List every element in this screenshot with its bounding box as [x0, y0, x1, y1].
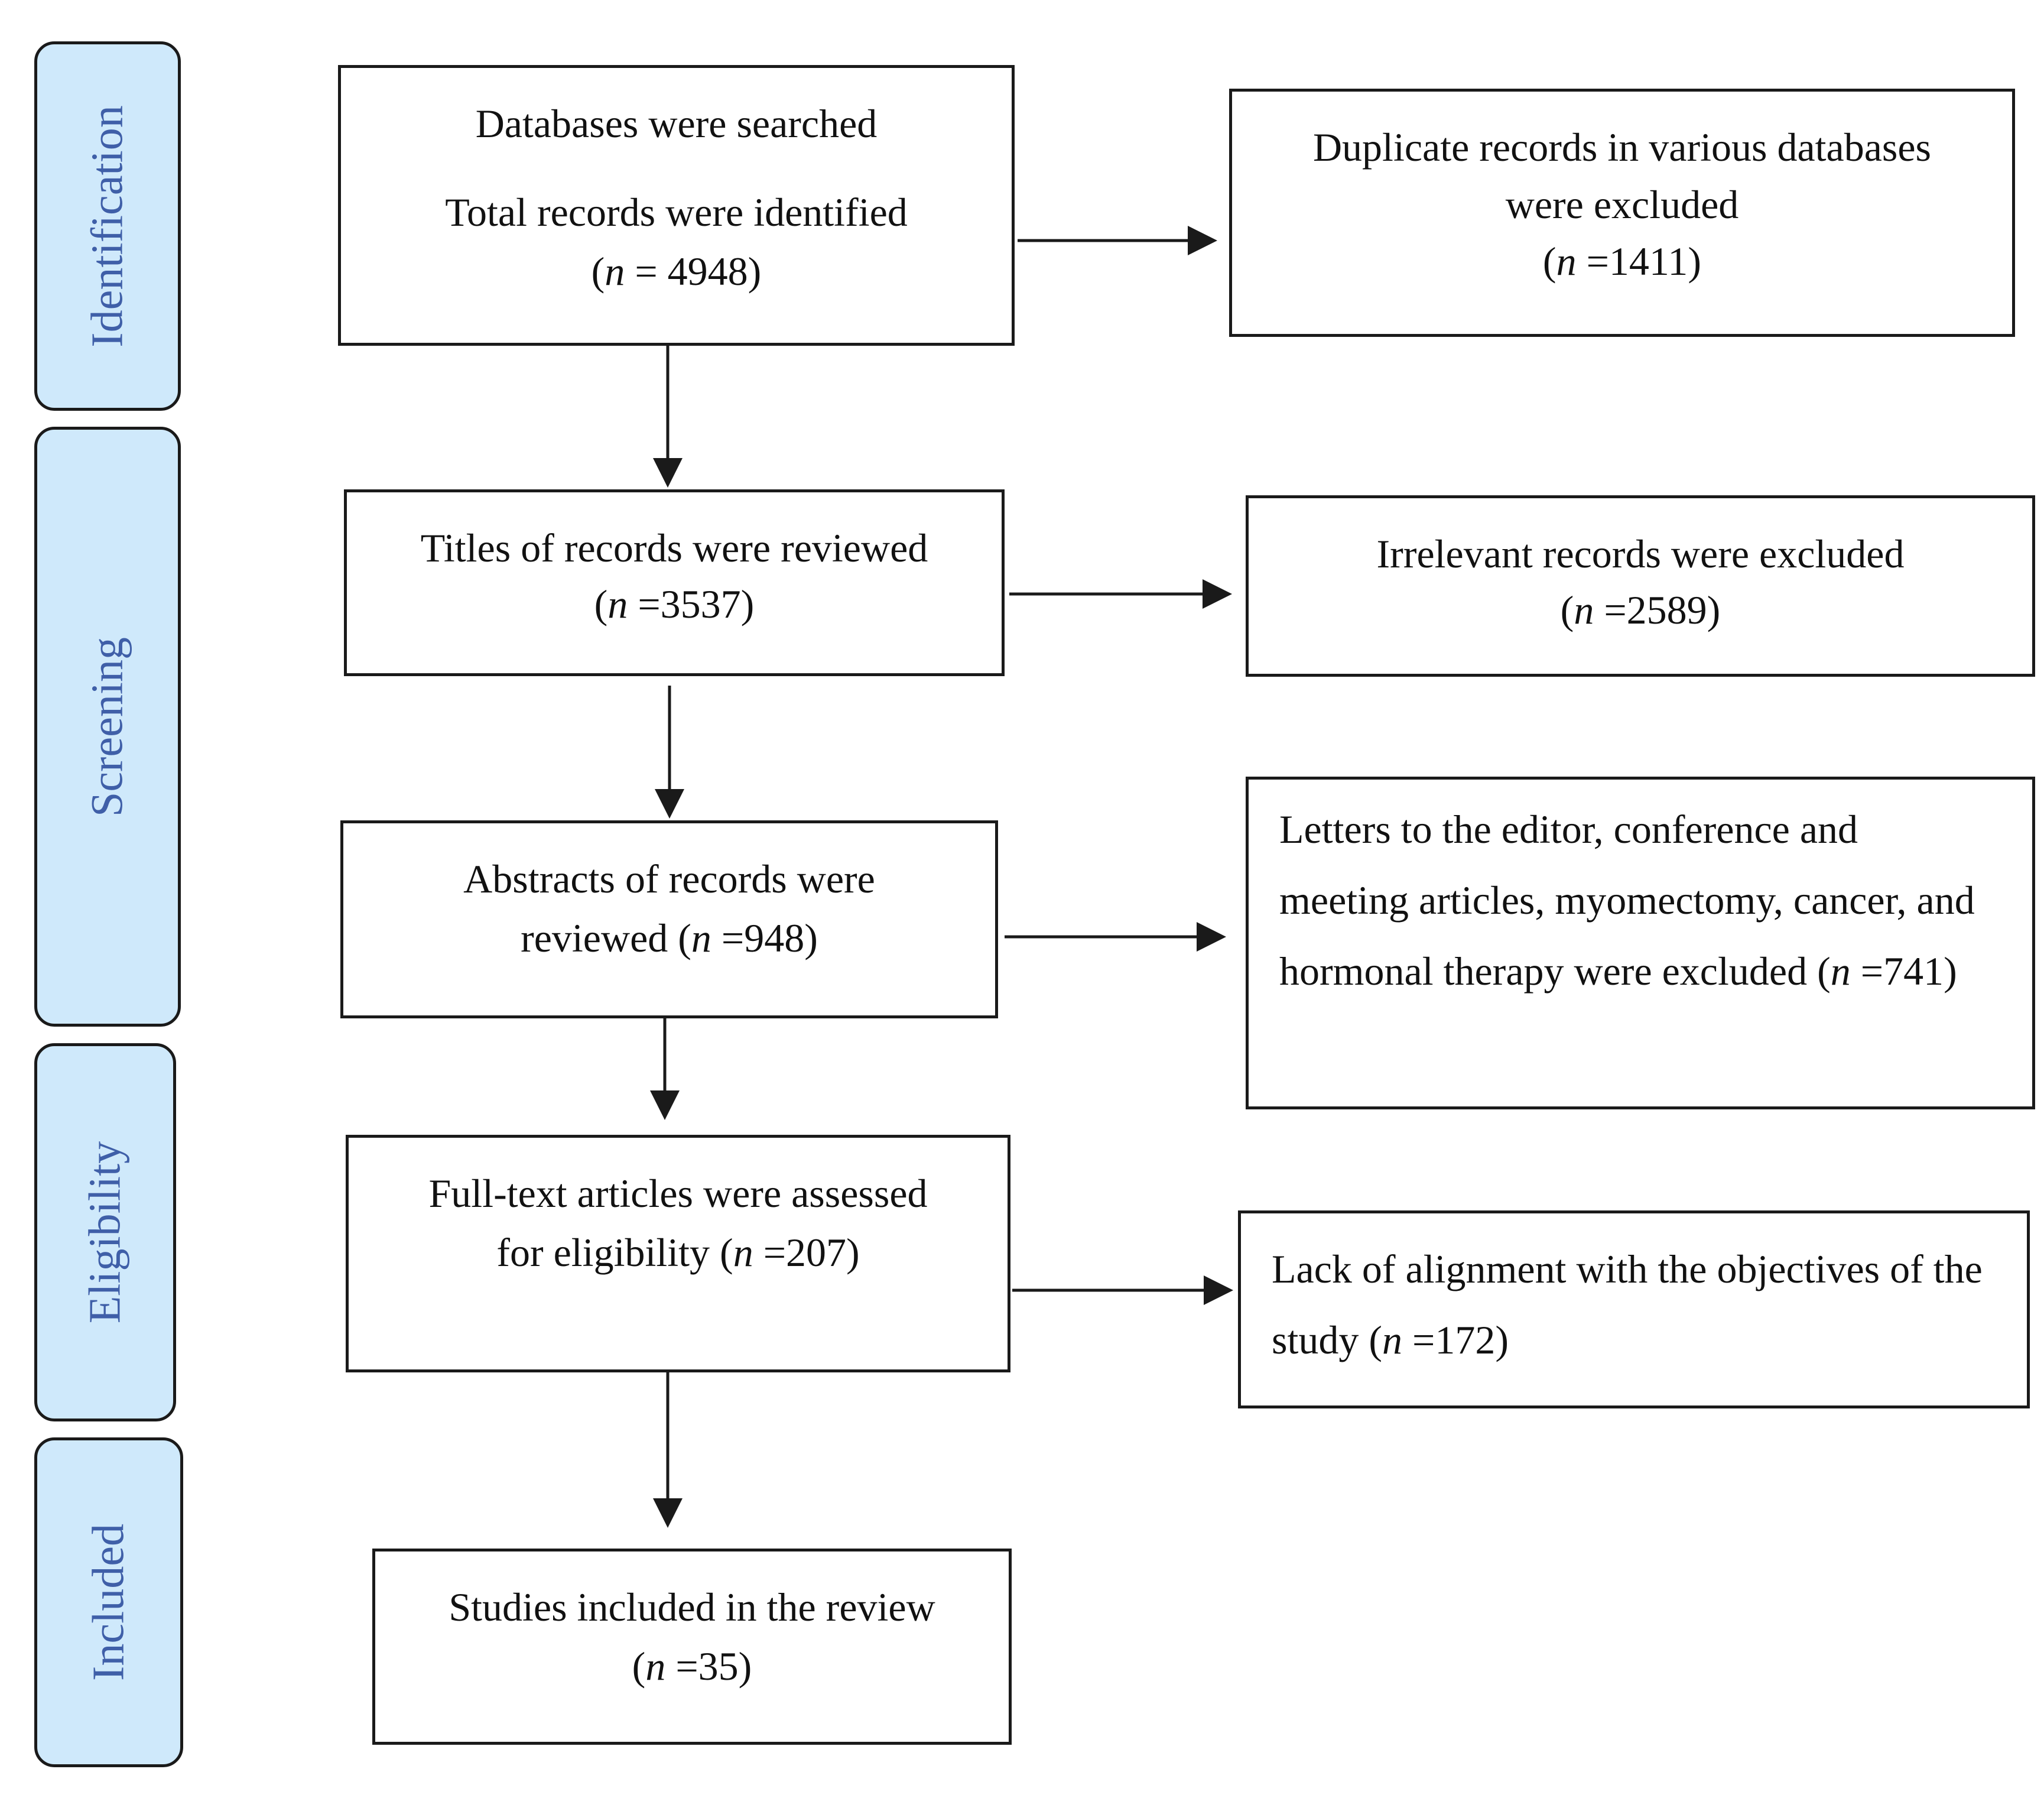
irrelevant-excluded-box: Irrelevant records were excluded (n =258…: [1246, 495, 2035, 677]
letters-excluded-line2: meeting articles, myomectomy, cancer, an…: [1279, 878, 1975, 923]
stage-screening: Screening: [34, 427, 181, 1027]
letters-excluded-line1: Letters to the editor, conference and: [1279, 807, 1858, 852]
studies-included-count: (n =35): [632, 1644, 752, 1689]
irrelevant-excluded-line1: Irrelevant records were excluded: [1376, 531, 1905, 576]
records-identified-line2: Total records were identified: [445, 190, 908, 235]
fulltext-assessed-count: for eligibility (n =207): [496, 1230, 860, 1275]
studies-included-box: Studies included in the review (n =35): [372, 1549, 1012, 1745]
stage-eligibility: Eligibility: [34, 1043, 176, 1421]
abstracts-reviewed-count: reviewed (n =948): [521, 916, 818, 960]
fulltext-assessed-box: Full-text articles were assessed for eli…: [346, 1135, 1010, 1372]
fulltext-assessed-line1: Full-text articles were assessed: [428, 1171, 928, 1216]
records-identified-line1: Databases were searched: [475, 101, 878, 146]
abstracts-reviewed-line1: Abstracts of records were: [463, 856, 875, 901]
titles-reviewed-count: (n =3537): [594, 582, 755, 627]
records-identified-count: (n = 4948): [591, 249, 762, 294]
duplicates-excluded-count: (n =1411): [1542, 239, 1702, 284]
titles-reviewed-box: Titles of records were reviewed (n =3537…: [344, 489, 1005, 676]
alignment-excluded-line1: Lack of alignment with the objectives of…: [1272, 1247, 1983, 1291]
alignment-excluded-count: study (n =172): [1272, 1317, 1509, 1362]
studies-included-line1: Studies included in the review: [449, 1585, 935, 1630]
duplicates-excluded-line1: Duplicate records in various databases: [1312, 125, 1932, 170]
alignment-excluded-box: Lack of alignment with the objectives of…: [1238, 1210, 2030, 1408]
irrelevant-excluded-count: (n =2589): [1560, 587, 1721, 632]
stage-included: Included: [34, 1437, 183, 1767]
letters-excluded-box: Letters to the editor, conference and me…: [1246, 777, 2035, 1109]
duplicates-excluded-line2: were excluded: [1505, 182, 1739, 227]
duplicates-excluded-box: Duplicate records in various databases w…: [1229, 89, 2015, 337]
stage-identification: Identification: [34, 41, 181, 411]
abstracts-reviewed-box: Abstracts of records were reviewed (n =9…: [340, 820, 998, 1018]
titles-reviewed-line1: Titles of records were reviewed: [420, 525, 928, 570]
letters-excluded-count: hormonal therapy were excluded (n =741): [1279, 949, 1957, 994]
records-identified-box: Databases were searched Total records we…: [338, 65, 1015, 346]
